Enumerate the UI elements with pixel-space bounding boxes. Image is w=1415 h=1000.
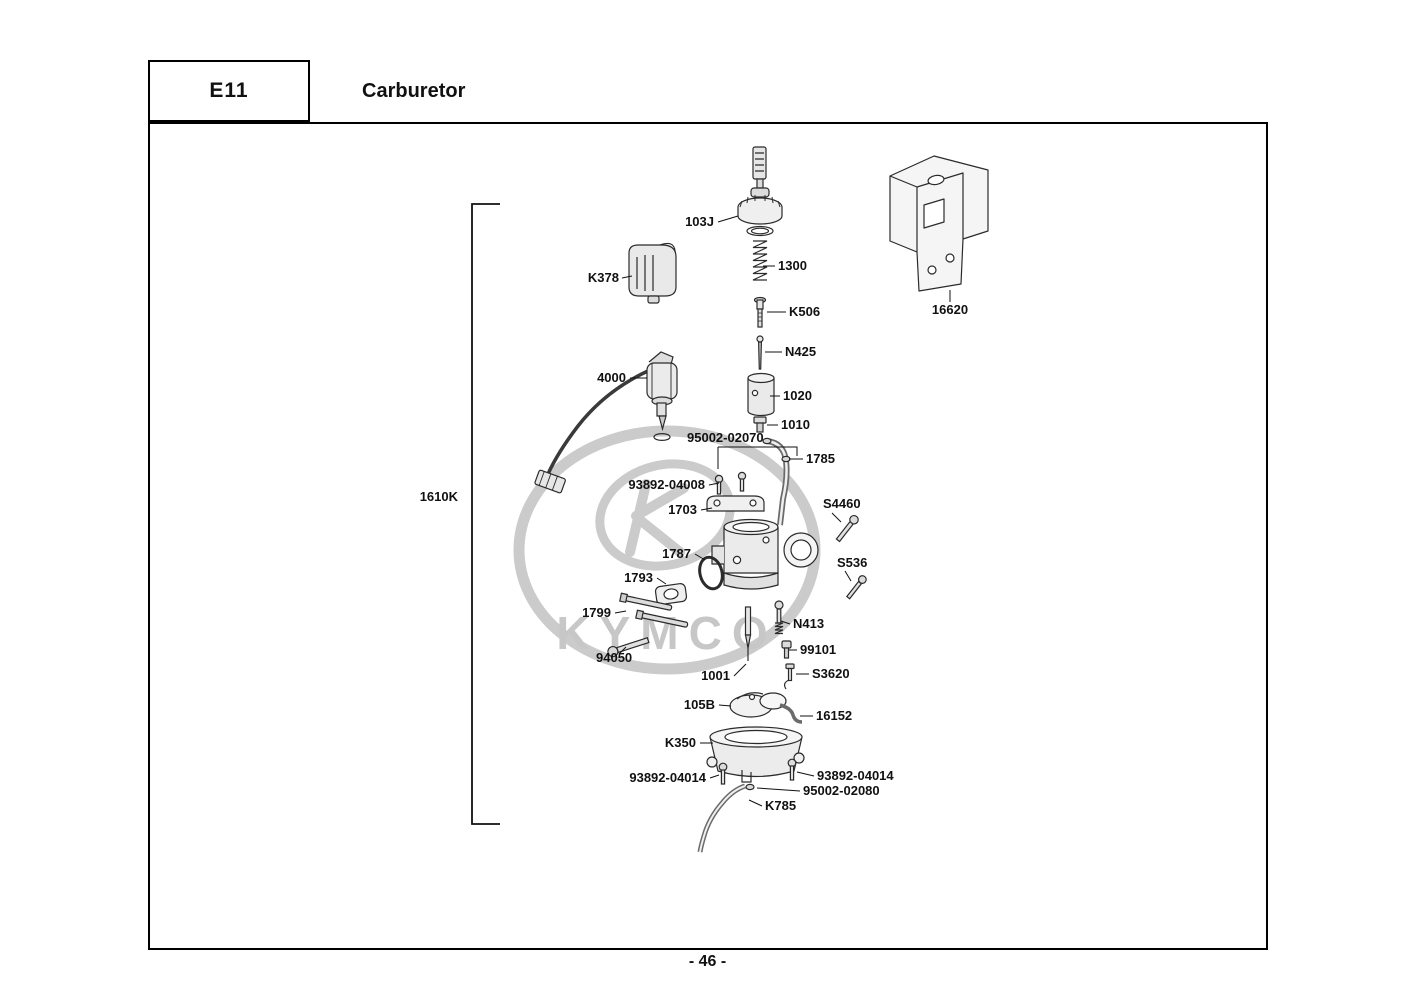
stud-bolts-1799-drawing [619,592,689,628]
part-label-93892-04008: 93892-04008 [628,477,705,492]
leader-line-103j [717,215,739,223]
overflow-tube-16152-drawing [779,703,803,724]
part-label-99101: 99101 [800,642,836,657]
leader-line-k378 [621,275,633,279]
jet-needle-n425-drawing [756,335,764,370]
part-label-k350: K350 [665,735,696,750]
cap-o-ring-drawing [746,225,774,237]
leader-line-93892-04008 [708,482,720,486]
leader-line-1703 [700,507,713,511]
leader-line-s536 [844,570,852,582]
part-label-n413: N413 [793,616,824,631]
leader-line-s4460 [831,512,842,523]
part-label-103j: 103J [685,214,714,229]
part-label-1793: 1793 [624,570,653,585]
bracket-16620-drawing [889,155,989,292]
part-label-k506: K506 [789,304,820,319]
float-105b-drawing [729,692,787,718]
part-label-1020: 1020 [783,388,812,403]
part-label-s3620: S3620 [812,666,850,681]
part-label-1785: 1785 [806,451,835,466]
screw-93892-04014-right-drawing [787,758,797,781]
section-code: E11 [209,79,249,102]
part-label-1799: 1799 [582,605,611,620]
float-bowl-k350-drawing [706,726,805,783]
part-label-1001: 1001 [701,668,730,683]
spring-seat-k506-drawing [753,296,767,328]
part-label-k785: K785 [765,798,796,813]
screw-93892-04014-left-drawing [718,762,728,785]
watermark-text: KYMCO [556,607,777,659]
page-number: - 46 - [688,953,727,970]
leader-line-k785 [748,799,763,807]
leader-line-95002-02070-1 [718,446,798,456]
leader-line-93892-04014-left [709,774,720,779]
fuel-tube-1785-drawing [762,437,791,526]
part-label-94050: 94050 [596,650,632,665]
rubber-cover-k378-drawing [628,242,677,304]
part-label-1610k: 1610K [420,489,459,504]
carburetor-body-drawing [711,518,819,590]
leader-line-95002-02080 [756,787,801,792]
diagram-frame [148,122,1268,950]
screw-n413-drawing [774,600,784,635]
part-label-105b: 105B [684,697,715,712]
leader-line-105b [718,704,732,707]
needle-jet-1010-drawing [753,416,767,433]
carb-top-cap-drawing [737,187,783,225]
screw-s3620-drawing [783,663,795,690]
part-label-s536: S536 [837,555,867,570]
cable-bracket-1703-drawing [706,495,765,512]
insulator-1793-drawing [654,583,688,605]
part-label-16620: 16620 [932,302,968,317]
section-code-box: E11 [148,60,310,122]
part-label-1703: 1703 [668,502,697,517]
screw-s4460-drawing [835,514,859,543]
part-label-n425: N425 [785,344,816,359]
return-spring-drawing [752,240,768,281]
part-label-s4460: S4460 [823,496,861,511]
kymco-k-logo-icon [625,479,689,557]
leader-line-1787 [694,553,706,561]
o-ring-1787-drawing [698,555,724,591]
leader-line-1799 [614,610,627,614]
throttle-valve-1020-drawing [747,372,775,417]
throttle-cable-adjuster-drawing [752,146,767,189]
part-label-95002-02070: 95002-02070 [687,430,764,445]
screw-s536-drawing [845,575,867,600]
auto-bystarter-4000-drawing [534,351,678,494]
jet-99101-drawing [781,640,792,659]
part-label-1787: 1787 [662,546,691,561]
part-label-k378: K378 [588,270,619,285]
part-label-93892-04014-left: 93892-04014 [629,770,706,785]
leader-line-93892-04014-right [796,771,815,777]
leader-line-1793 [656,577,667,585]
parts-drawings [534,146,989,853]
part-label-16152: 16152 [816,708,852,723]
leader-line-n413 [780,620,791,625]
part-label-1010: 1010 [781,417,810,432]
part-label-95002-02080: 95002-02080 [803,783,880,798]
part-label-1300: 1300 [778,258,807,273]
group-bracket-1610k [471,203,500,825]
screws-93892-04008-drawing [714,471,747,495]
part-label-93892-04014-right: 93892-04014 [817,768,894,783]
leader-line-94050 [619,646,627,654]
needle-valve-1001-drawing [744,606,752,661]
page-title: Carburetor [362,79,466,102]
leader-line-1001 [733,663,747,677]
part-label-4000: 4000 [597,370,626,385]
drain-tube-k785-drawing [697,783,755,853]
